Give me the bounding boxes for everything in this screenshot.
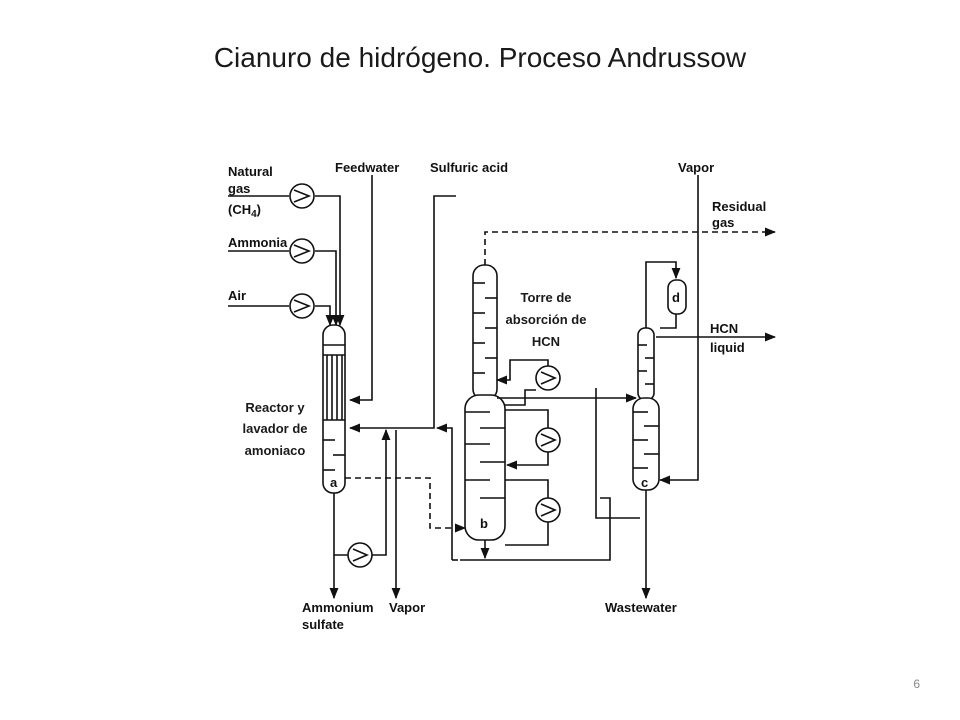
sulfuric-acid-label: Sulfuric acid bbox=[430, 160, 508, 175]
residual-gas-label-1: Residual bbox=[712, 199, 766, 214]
tower-callout-1: Torre de bbox=[520, 290, 571, 305]
natural-gas-label-2: gas bbox=[228, 181, 250, 196]
reactor-recycle-line bbox=[333, 493, 348, 556]
residual-gas-label-2: gas bbox=[712, 215, 734, 230]
compressor-air bbox=[289, 293, 315, 319]
tower-callout-2: absorción de bbox=[506, 312, 587, 327]
ammonium-sulfate-label-1: Ammonium bbox=[302, 600, 374, 615]
page-title: Cianuro de hidrógeno. Proceso Andrussow bbox=[213, 42, 747, 73]
unit-c-label: c bbox=[641, 475, 648, 490]
stripper-feed-line bbox=[595, 388, 640, 519]
vapor-top-label: Vapor bbox=[678, 160, 714, 175]
tower-callout-3: HCN bbox=[532, 334, 560, 349]
pump-b-3-loop bbox=[505, 479, 549, 498]
pump-b-2-loop bbox=[505, 409, 549, 428]
air-line bbox=[228, 305, 335, 327]
page-number: 6 bbox=[913, 677, 920, 691]
air-label: Air bbox=[228, 288, 246, 303]
acid-recycle-line bbox=[435, 423, 453, 560]
pump-b-2 bbox=[535, 427, 561, 453]
residual-gas-line bbox=[484, 227, 777, 265]
pump-reactor bbox=[347, 542, 373, 568]
stripper-c: c bbox=[632, 327, 660, 491]
ammonia-label: Ammonia bbox=[228, 235, 288, 250]
absorber-tower-b: b bbox=[464, 264, 506, 541]
reactor-a: a bbox=[322, 324, 346, 494]
condenser-reflux bbox=[660, 314, 677, 329]
stripper-overhead bbox=[645, 261, 681, 328]
wastewater-label: Wastewater bbox=[605, 600, 677, 615]
ammonium-sulfate-label-2: sulfate bbox=[302, 617, 344, 632]
pump-b-3-return bbox=[505, 522, 549, 546]
natural-gas-label-1: Natural bbox=[228, 164, 273, 179]
pump-b-1-return bbox=[495, 359, 549, 385]
unit-d-label: d bbox=[672, 290, 680, 305]
reactor-recycle-return bbox=[372, 428, 391, 556]
reactor-callout-3: amoniaco bbox=[245, 443, 306, 458]
unit-a-label: a bbox=[330, 475, 338, 490]
hcn-label-2: liquid bbox=[710, 340, 745, 355]
compressor-ammonia bbox=[289, 238, 315, 264]
vapor-bottom-label: Vapor bbox=[389, 600, 425, 615]
pump-b-3 bbox=[535, 497, 561, 523]
reactor-gas-to-absorber bbox=[345, 477, 467, 533]
pump-b-1 bbox=[535, 365, 561, 391]
reactor-callout-1: Reactor y bbox=[245, 400, 305, 415]
feedwater-label: Feedwater bbox=[335, 160, 399, 175]
unit-b-label: b bbox=[480, 516, 488, 531]
feedwater-line bbox=[348, 175, 373, 405]
sulfuric-acid-line bbox=[348, 195, 456, 433]
natural-gas-line bbox=[228, 195, 345, 327]
pump-b-2-return bbox=[505, 452, 549, 470]
condenser-d: d bbox=[667, 279, 687, 315]
absorber-to-stripper-loop bbox=[460, 497, 611, 561]
ammonia-line bbox=[228, 250, 341, 327]
compressor-natural-gas bbox=[289, 183, 315, 209]
reactor-callout-2: lavador de bbox=[242, 421, 307, 436]
vapor-steam-line bbox=[658, 175, 699, 485]
hcn-label-1: HCN bbox=[710, 321, 738, 336]
natural-gas-label-3: (CH4) bbox=[228, 202, 261, 220]
